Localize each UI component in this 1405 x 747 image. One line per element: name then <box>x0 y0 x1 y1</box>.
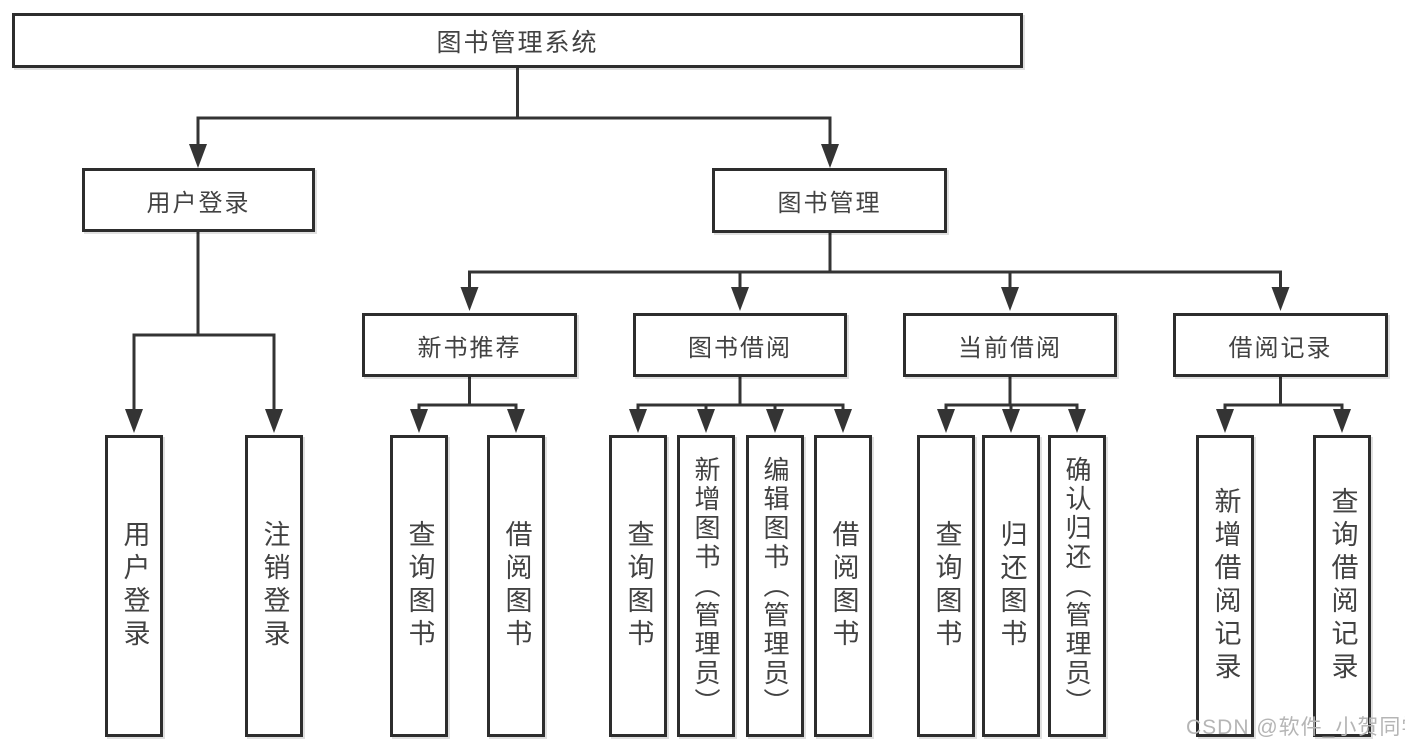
csdn-watermark: CSDN @软件_小贺同学 <box>1186 716 1405 739</box>
leaf-recommend-borrow-books: 借阅图书 <box>487 435 545 737</box>
leaf-logout: 注销登录 <box>245 435 303 737</box>
node-root-library-system: 图书管理系统 <box>12 13 1023 68</box>
leaf-edit-books-admin: 编辑图书（管理员） <box>746 435 804 737</box>
leaf-add-books-admin: 新增图书（管理员） <box>677 435 735 737</box>
leaf-confirm-return-admin: 确认归还（管理员） <box>1048 435 1106 737</box>
node-book-management: 图书管理 <box>712 168 947 233</box>
leaf-query-borrow-record: 查询借阅记录 <box>1313 435 1371 737</box>
leaf-user-login: 用户登录 <box>105 435 163 737</box>
node-user-login: 用户登录 <box>82 168 315 232</box>
leaf-recommend-query-books: 查询图书 <box>390 435 448 737</box>
leaf-borrowing-borrow-books: 借阅图书 <box>814 435 872 737</box>
leaf-borrowing-query-books: 查询图书 <box>609 435 667 737</box>
leaf-current-query-books: 查询图书 <box>917 435 975 737</box>
leaf-add-borrow-record: 新增借阅记录 <box>1196 435 1254 737</box>
arrow-heads <box>125 144 1351 433</box>
node-borrowing-records: 借阅记录 <box>1173 313 1388 377</box>
node-new-book-recommend: 新书推荐 <box>362 313 577 377</box>
leaf-return-books: 归还图书 <box>982 435 1040 737</box>
node-book-borrowing: 图书借阅 <box>633 313 847 377</box>
node-current-borrowing: 当前借阅 <box>903 313 1117 377</box>
